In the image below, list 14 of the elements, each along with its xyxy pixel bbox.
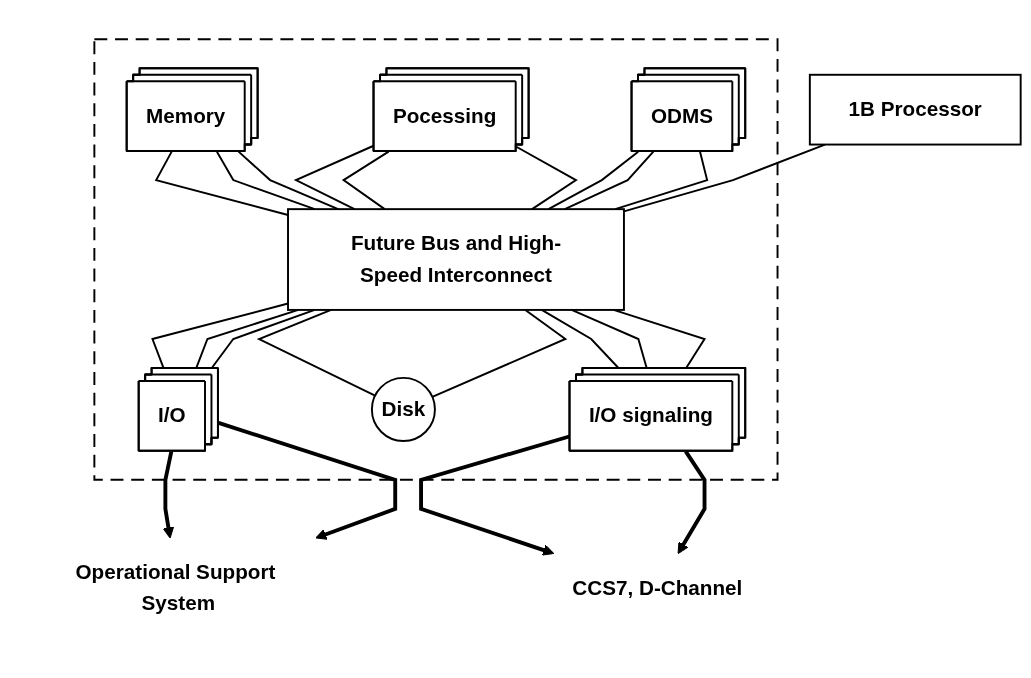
connector	[431, 308, 568, 398]
cluster	[93, 38, 779, 481]
arrow	[677, 450, 707, 554]
arrow	[419, 434, 571, 556]
connector	[256, 308, 377, 397]
connector	[515, 145, 578, 211]
node-box: Future Bus and High-Speed Interconnect	[287, 208, 625, 311]
arrow	[218, 421, 398, 540]
node-circle: Disk	[370, 376, 436, 442]
node-text: CCS7, D-Channel	[572, 576, 743, 599]
connector	[623, 143, 826, 213]
arrow	[162, 451, 175, 539]
node-text: Operational Support System	[75, 561, 276, 615]
node-box: 1B Processor	[808, 73, 1022, 146]
